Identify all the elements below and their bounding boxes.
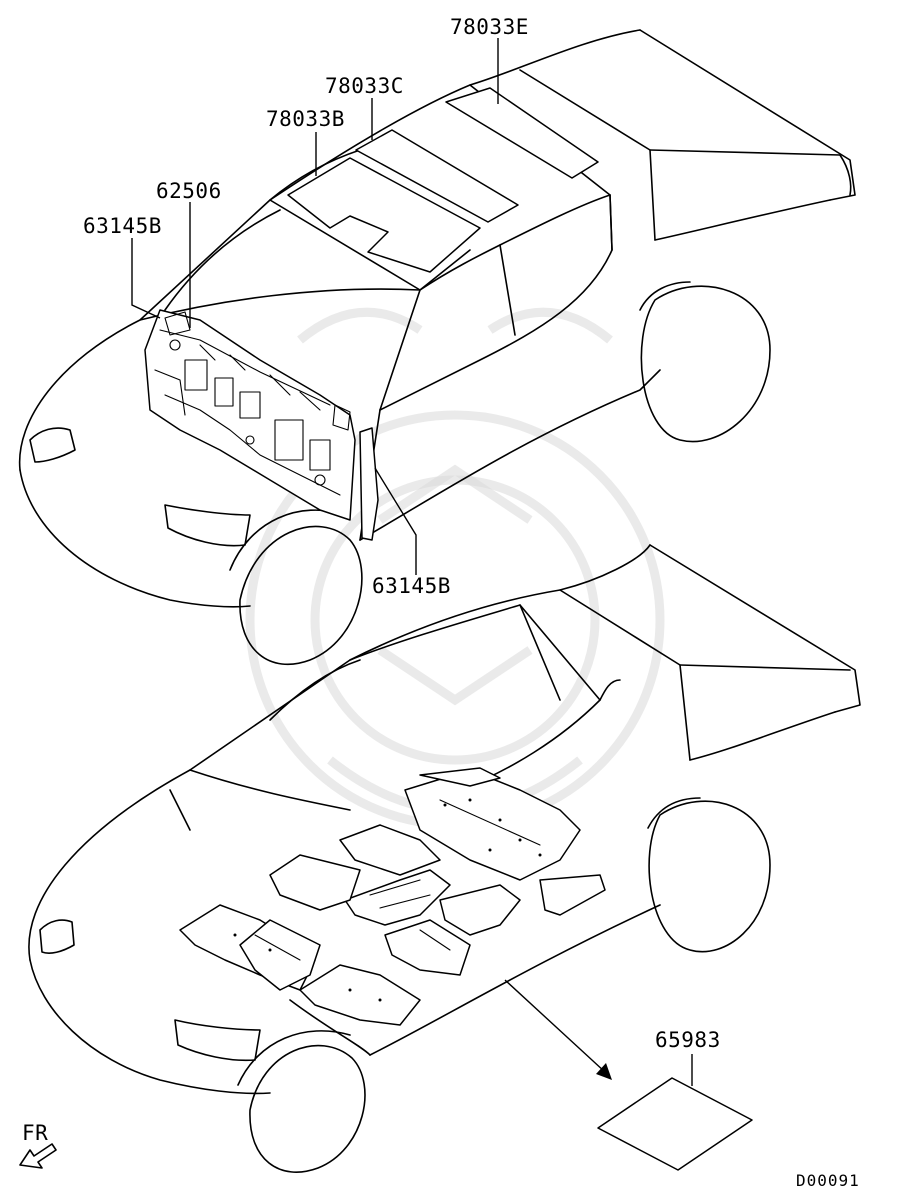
roof-silencer-front	[287, 157, 481, 273]
callout-labels: 78033E 78033C 78033B 62506 63145B 63145B…	[22, 15, 860, 1187]
watermark-logo	[245, 307, 665, 830]
callout-62506: 62506	[156, 179, 222, 203]
roof-silencer-mid	[355, 129, 519, 223]
callout-65983: 65983	[655, 1028, 721, 1052]
callout-63145B-right: 63145B	[372, 574, 451, 598]
dash-panel-silencer	[144, 309, 356, 521]
lower-vehicle-outline	[28, 544, 861, 1173]
callout-78033C: 78033C	[325, 74, 404, 98]
diagram-id: D00091	[796, 1171, 860, 1187]
pillar-trim-right	[359, 427, 379, 541]
callout-63145B-left: 63145B	[83, 214, 162, 238]
callout-78033B: 78033B	[266, 107, 345, 131]
detail-arrow	[504, 979, 612, 1080]
floor-carpet-set	[179, 767, 606, 1026]
upper-vehicle-outline	[18, 29, 856, 666]
front-indicator-label: FR	[22, 1121, 48, 1145]
callout-78033E: 78033E	[450, 15, 529, 39]
roof-silencer-rear	[445, 87, 599, 179]
front-direction-indicator	[19, 1143, 57, 1169]
leader-lines-top	[131, 38, 499, 575]
floor-pad	[597, 1054, 753, 1171]
